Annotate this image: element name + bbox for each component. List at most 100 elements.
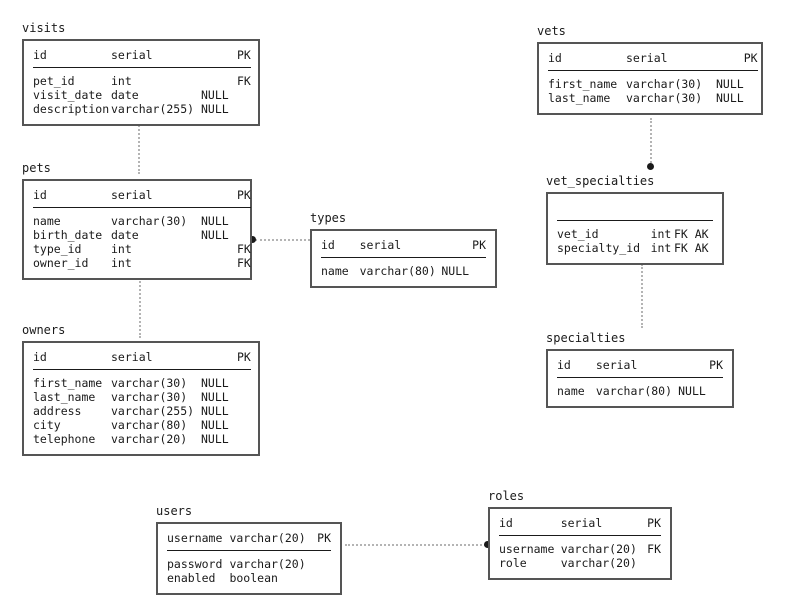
column-type: varchar(20) <box>229 531 306 545</box>
column-null: NULL <box>201 214 229 228</box>
header-separator <box>167 550 331 551</box>
table-row: id serial PK <box>557 358 723 377</box>
column-type: varchar(30) <box>626 91 703 105</box>
column-null <box>201 48 237 67</box>
column-key <box>237 102 251 116</box>
entity-title-specialties: specialties <box>546 331 626 345</box>
column-name: description <box>33 102 110 116</box>
column-name: id <box>321 238 335 252</box>
connector-vets-vet-specialties <box>650 118 652 166</box>
entity-vet-specialties[interactable]: vet_specialties vet_id int FK AK special… <box>546 174 724 265</box>
entity-types[interactable]: types id serial PK name varchar(80) NULL <box>310 211 497 288</box>
column-key: PK <box>743 51 758 65</box>
entity-box-roles[interactable]: id serial PK username varchar(20) FK rol… <box>488 507 672 580</box>
column-null: NULL <box>201 418 229 432</box>
entity-box-visits[interactable]: id serial PK pet_id int FK visit_date da… <box>22 39 260 126</box>
table-row: enabled boolean <box>167 571 331 585</box>
column-name <box>557 201 651 220</box>
table-row: role varchar(20) <box>499 556 661 570</box>
table-row: username varchar(20) PK <box>167 531 331 550</box>
entity-title-users: users <box>156 504 193 518</box>
column-type: varchar(20) <box>229 557 306 571</box>
column-key <box>708 378 723 398</box>
column-null: NULL <box>678 384 706 398</box>
entity-owners[interactable]: owners id serial PK first_name varchar(3… <box>22 323 260 456</box>
column-type: varchar(30) <box>111 214 188 228</box>
column-type: varchar(80) <box>595 384 673 398</box>
table-row: name varchar(80) NULL <box>321 258 486 278</box>
column-key <box>237 208 251 228</box>
column-null: NULL <box>201 390 229 404</box>
entity-box-vet-specialties[interactable]: vet_id int FK AK specialty_id int FK AK <box>546 192 724 265</box>
column-table-roles: id serial PK username varchar(20) FK rol… <box>499 516 661 570</box>
header-separator <box>33 207 251 208</box>
column-name: last_name <box>548 91 611 105</box>
column-table-visits: id serial PK pet_id int FK visit_date da… <box>33 48 251 116</box>
column-name: enabled <box>167 571 216 585</box>
entity-title-visits: visits <box>22 21 66 35</box>
table-row: id serial PK <box>548 51 758 70</box>
column-name: city <box>33 418 61 432</box>
column-table-pets: id serial PK name varchar(30) NULL birth… <box>33 188 251 270</box>
column-name: pet_id <box>33 74 75 88</box>
column-type: serial <box>111 188 153 202</box>
table-row: id serial PK <box>33 350 251 369</box>
column-name: telephone <box>33 432 96 446</box>
column-name: username <box>167 531 223 545</box>
entity-users[interactable]: users username varchar(20) PK password v… <box>156 504 342 595</box>
table-row: id serial PK <box>33 188 251 207</box>
column-key: FK <box>647 542 661 556</box>
column-key <box>237 390 251 404</box>
column-key: FK <box>237 242 251 256</box>
column-null <box>201 68 237 88</box>
column-type: varchar(255) <box>111 102 195 116</box>
column-key: PK <box>237 48 251 62</box>
table-row: id serial PK <box>33 48 251 67</box>
table-row: pet_id int FK <box>33 68 251 88</box>
column-name: first_name <box>33 376 103 390</box>
column-type: serial <box>359 238 402 252</box>
table-row: last_name varchar(30) NULL <box>548 91 758 105</box>
entity-visits[interactable]: visits id serial PK pet_id int FK visit_… <box>22 21 260 126</box>
entity-title-roles: roles <box>488 489 525 503</box>
header-separator <box>548 70 758 71</box>
column-key: PK <box>237 188 251 202</box>
column-type: serial <box>626 51 668 65</box>
entity-box-specialties[interactable]: id serial PK name varchar(80) NULL <box>546 349 734 408</box>
entity-roles[interactable]: roles id serial PK username varchar(20) … <box>488 489 672 580</box>
header-separator <box>321 257 486 258</box>
entity-specialties[interactable]: specialties id serial PK name varchar(80… <box>546 331 734 408</box>
column-type: int <box>650 241 672 255</box>
column-type: serial <box>595 358 638 372</box>
entity-title-vet-specialties: vet_specialties <box>546 174 655 188</box>
column-name: id <box>557 358 571 372</box>
entity-box-users[interactable]: username varchar(20) PK password varchar… <box>156 522 342 595</box>
entity-box-vets[interactable]: id serial PK first_name varchar(30) NULL… <box>537 42 763 115</box>
column-key: PK <box>647 516 661 530</box>
column-type: serial <box>111 48 153 62</box>
header-separator <box>557 377 723 378</box>
column-null: NULL <box>716 77 744 91</box>
column-key <box>237 404 251 418</box>
table-row: visit_date date NULL <box>33 88 251 102</box>
table-row: name varchar(80) NULL <box>557 378 723 398</box>
entity-box-owners[interactable]: id serial PK first_name varchar(30) NULL… <box>22 341 260 456</box>
column-null: NULL <box>441 264 470 278</box>
header-separator <box>499 535 661 536</box>
entity-box-types[interactable]: id serial PK name varchar(80) NULL <box>310 229 497 288</box>
column-name: id <box>548 51 562 65</box>
column-key <box>237 228 251 242</box>
column-key: PK <box>237 350 251 364</box>
header-separator <box>33 67 251 68</box>
column-type: varchar(80) <box>359 264 436 278</box>
entity-box-pets[interactable]: id serial PK name varchar(30) NULL birth… <box>22 179 252 280</box>
column-table-owners: id serial PK first_name varchar(30) NULL… <box>33 350 251 446</box>
column-name: password <box>167 557 223 571</box>
column-name: id <box>499 516 513 530</box>
column-name: id <box>33 48 47 62</box>
entity-vets[interactable]: vets id serial PK first_name varchar(30)… <box>537 24 763 115</box>
column-type: varchar(255) <box>111 404 195 418</box>
table-row: city varchar(80) NULL <box>33 418 251 432</box>
entity-pets[interactable]: pets id serial PK name varchar(30) NULL … <box>22 161 252 280</box>
column-key: PK <box>709 358 723 372</box>
